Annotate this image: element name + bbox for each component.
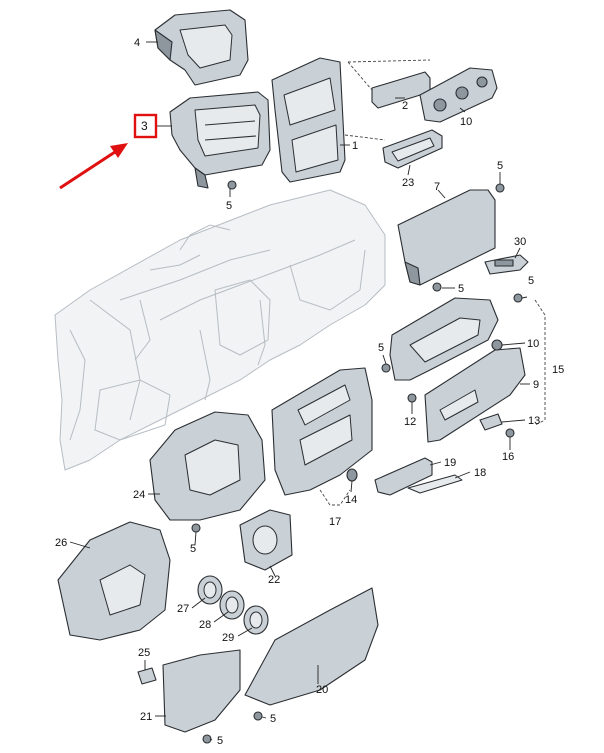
part-24-instrument-bezel [149,411,266,521]
callout-7: 7 [434,181,440,193]
callout-2: 2 [402,100,408,112]
part-27-ring [197,575,223,605]
callout-4: 4 [134,37,140,49]
callout-30: 30 [514,236,526,248]
callout-13: 13 [528,415,540,427]
callout-26: 26 [55,537,67,549]
callout-5-f: 5 [190,543,196,555]
callout-10-b: 10 [527,338,539,350]
callout-18: 18 [474,467,486,479]
callout-5-a: 5 [226,200,232,212]
callout-22: 22 [268,574,280,586]
part-14-cap [346,468,358,482]
callout-5-h: 5 [217,735,223,747]
callout-14: 14 [345,494,357,506]
part-22-switch-module [239,509,293,571]
callout-21: 21 [140,711,152,723]
callout-25: 25 [138,647,150,659]
part-4-upper-bracket [154,9,249,86]
screw-icons [191,180,523,744]
callout-23: 23 [402,177,414,189]
part-20-knee-panel [244,587,379,706]
part-13-clip [479,413,503,431]
callout-5-c: 5 [458,283,464,295]
callout-5-g: 5 [270,713,276,725]
part-25-clip [137,667,157,685]
callout-5-e: 5 [378,342,384,354]
part-19-tray [374,457,433,496]
callout-16: 16 [502,451,514,463]
callout-10-a: 10 [460,116,472,128]
callout-28: 28 [199,619,211,631]
callout-19: 19 [444,457,456,469]
part-28-ring [219,590,245,620]
callout-1: 1 [352,140,358,152]
part-26-lower-trim [57,521,171,641]
highlight-box [133,113,158,139]
part-7-upper-lid [397,189,496,286]
part-29-ring [243,605,269,635]
callout-15: 15 [552,364,564,376]
part-21-side-panel [162,649,241,733]
part-17-center-console [271,367,373,496]
leader-lines [69,41,546,741]
callout-17: 17 [329,516,341,528]
callout-labels: 4 3 5 2 10 1 23 5 7 30 5 5 10 15 9 13 16… [55,37,564,747]
callout-5-b: 5 [497,160,503,172]
dashboard-ghost-outline [54,189,386,471]
part-15-glovebox-assembly [389,297,499,381]
callout-24: 24 [133,489,145,501]
part-30-latch [484,254,529,275]
callout-12: 12 [404,416,416,428]
callout-5-d: 5 [528,275,534,287]
callout-9: 9 [533,379,539,391]
part-1-trim-frame [271,57,346,183]
callout-27: 27 [177,603,189,615]
callout-20: 20 [316,684,328,696]
callout-3: 3 [141,119,148,133]
part-10-climate-control [419,67,498,123]
highlight-arrow [59,143,128,190]
part-3-radio-housing [169,91,271,189]
part-23-small-tray [382,129,443,169]
part-18-mat [407,474,463,494]
callout-29: 29 [222,632,234,644]
